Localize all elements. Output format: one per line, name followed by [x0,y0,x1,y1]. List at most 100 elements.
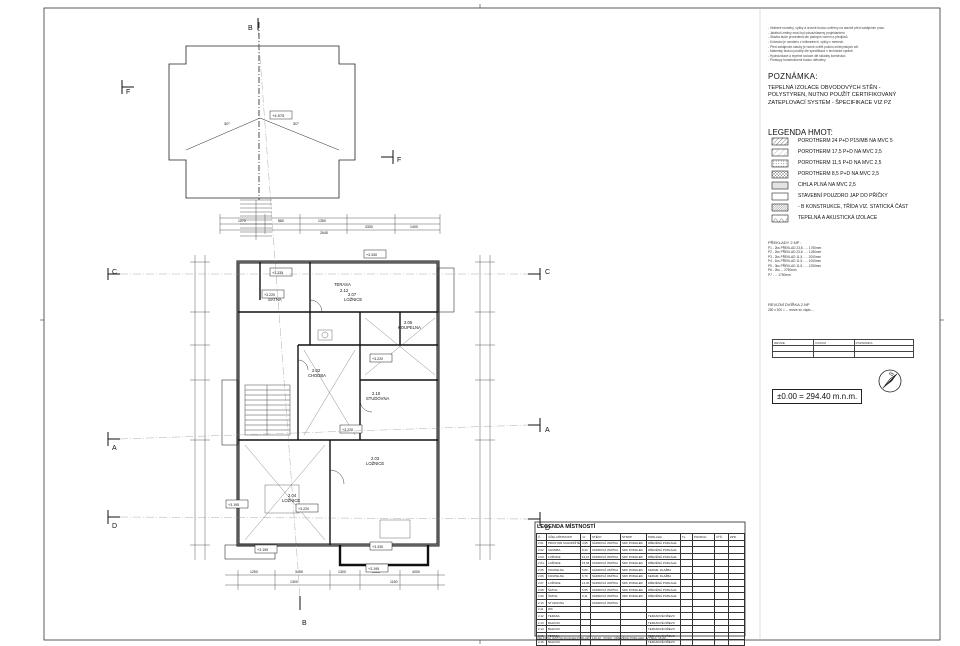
table-cell: 4,95 [580,539,591,548]
level-5: +3.220 [372,357,383,361]
openings-block: REVIZNÍ DVÍŘKA 2.NP 250 x 300 = ... revi… [768,302,815,312]
room-labels: 2.07 LOŽNICE 2.08 ŠATNA 2.05 KOUPELNA 2.… [268,282,421,503]
legend-item: POROTHERM 8,5 P+D NA MVC 2,5 [798,171,879,177]
dimension-chains-left [190,255,210,560]
table-cell [590,618,621,627]
dim-bottom-2: 1300 [338,570,346,574]
section-mark-a-left: A [112,445,117,452]
dim-top-4: 1400 [410,225,418,229]
table-cell: WC [546,605,581,614]
rooms-footer-note: CELKOVÁ UŽITNÁ PLOCHA PODLAŽÍ : 115,22 P… [537,636,670,640]
table-cell [728,579,745,587]
table-cell: SDK PODHLED [620,585,647,594]
table-cell: 6,70 [580,572,591,581]
table-cell: 5,55 [580,585,591,594]
table-cell [692,612,715,620]
table-cell: SDK PODHLED [620,565,647,574]
table-cell: KERAM. DLAŽBA [646,565,681,574]
table-cell [580,605,591,614]
legend-item: POROTHERM 11,5 P+D NA MVC 2,5 [798,160,882,166]
table-cell [680,612,693,620]
table-cell [714,552,729,561]
table-cell [728,612,745,620]
svg-text:STUDOVNA: STUDOVNA [366,396,389,401]
level-4: +3.220 [342,428,353,432]
table-cell: SDK PODHLED [620,546,647,554]
table-cell: SDK PODHLED [620,559,647,567]
table-cell: KERAM. DLAŽBA [646,572,681,581]
table-cell [714,579,729,587]
table-cell [714,585,729,594]
table-cell [728,625,745,633]
svg-text:KOUPELNA: KOUPELNA [398,325,421,330]
legend-item: TEPELNÁ A AKUSTICKÁ IZOLACE [798,215,878,221]
table-cell: BALKON [546,625,581,633]
table-cell: SDK PODHLED [620,552,647,561]
table-cell: DŘEVĚNÁ PODLAHA [646,539,681,548]
table-cell: SÁDROVÁ OMÍTKA [590,592,621,600]
table-cell: SDK PODHLED [620,592,647,600]
table-cell [728,565,745,574]
table-cell: SÁDROVÁ OMÍTKA [590,565,621,574]
table-cell: DŘEVĚNÁ PODLAHA [646,552,681,561]
roof-outline [168,22,356,200]
table-cell: TERASA [546,612,581,620]
table-cell: 2.03 [536,552,547,561]
table-cell [714,631,729,640]
table-cell: CHODBA [546,546,581,554]
table-cell [692,572,715,581]
table-cell [680,572,693,581]
table-cell: 2.07 [536,579,547,587]
table-cell: DŘEVĚNÁ PODLAHA [646,592,681,600]
table-cell [714,559,729,567]
table-cell [620,625,647,633]
table-cell [580,598,591,607]
table-cell: 2.11 [536,605,547,614]
table-cell [692,565,715,574]
revision-table: REVIZE DATUM POZNÁMKA [771,339,915,358]
table-cell [680,605,693,614]
table-cell [692,631,715,640]
level-reference: ±0.00 = 294.40 m.n.m. [772,389,863,404]
level-7: +3.195 [228,503,239,507]
svg-text:S: S [889,371,896,378]
table-cell: 16,10 [580,552,591,561]
table-cell [728,539,745,548]
section-mark-f-left: F [126,89,130,96]
rooms-table-header: VÝŠ. [714,533,729,541]
rooms-table-header: STĚNY [590,533,621,541]
table-cell: 6,11 [580,592,591,600]
table-cell: 2.06 [536,572,547,581]
table-cell: 2.14 [536,625,547,633]
table-cell [728,572,745,581]
table-cell: DŘEVĚNÁ PODLAHA [646,546,681,554]
note-text: TEPELNÁ IZOLACE OBVODOVÝCH STĚN - POLYST… [768,85,897,106]
table-cell: SÁDROVÁ OMÍTKA [590,585,621,594]
svg-text:LOŽNICE: LOŽNICE [366,461,384,466]
dim-top-0: 1270 [238,219,246,223]
table-cell [692,546,715,554]
table-cell: DŘEVĚNÁ PODLAHA [646,585,681,594]
dim-bottom-4: 4000 [412,570,420,574]
svg-text:CHODBA: CHODBA [308,373,326,378]
legend-item: POROTHERM 24 P+D P15/MB NA MVC 5 [798,138,893,144]
table-cell [646,605,681,614]
level-9: +3.195 [368,567,379,571]
dimension-chains-top [219,214,441,234]
rooms-table-header: m² [580,533,591,541]
table-cell: ŠATNA [546,585,581,594]
table-cell [728,605,745,614]
table-cell [692,625,715,633]
table-cell [728,552,745,561]
table-cell [692,605,715,614]
rooms-table-header: STROP [620,533,647,541]
section-mark-d-right: D [545,525,550,532]
table-cell: 2.09 [536,592,547,600]
table-cell: SÁDROVÁ OMÍTKA [590,559,621,567]
